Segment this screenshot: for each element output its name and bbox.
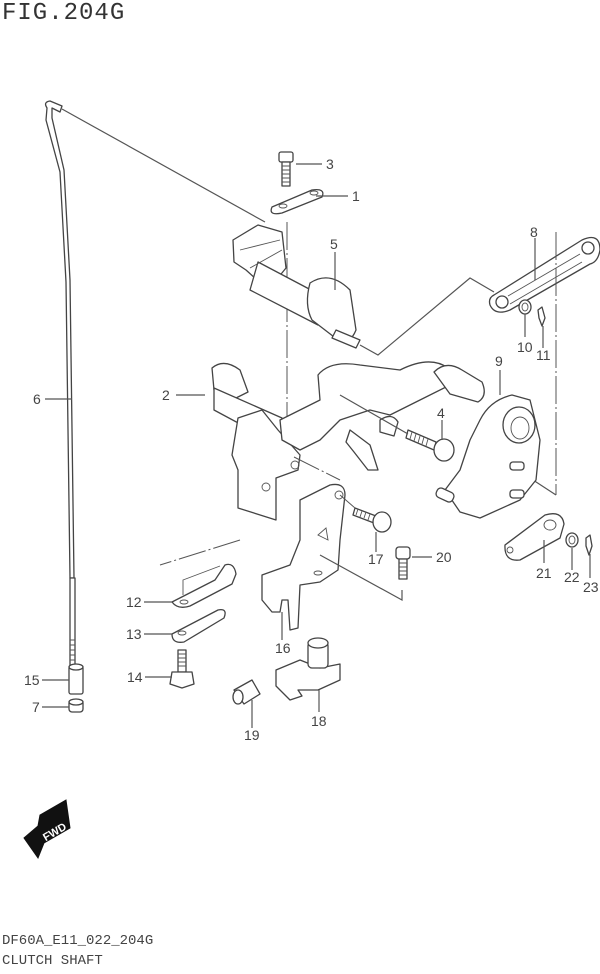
part-1-plate bbox=[270, 189, 324, 215]
callouts: 3 1 5 6 2 4 8 9 10 11 12 13 14 15 7 16 1 bbox=[24, 156, 599, 743]
part-17-bolt bbox=[352, 507, 392, 533]
part-lever-arm bbox=[279, 361, 485, 471]
figure-name: CLUTCH SHAFT bbox=[2, 953, 103, 969]
callout-1: 1 bbox=[352, 188, 360, 204]
part-13-spacer bbox=[171, 609, 226, 643]
part-21-link-end bbox=[504, 513, 565, 561]
callout-22: 22 bbox=[564, 569, 580, 585]
callout-17: 17 bbox=[368, 551, 384, 567]
callout-16: 16 bbox=[275, 640, 291, 656]
callout-4: 4 bbox=[437, 405, 445, 421]
callout-19: 19 bbox=[244, 727, 260, 743]
callout-8: 8 bbox=[530, 224, 538, 240]
part-3-bolt bbox=[278, 151, 294, 187]
part-23-clip bbox=[585, 534, 593, 556]
callout-2: 2 bbox=[162, 387, 170, 403]
part-9-lever-housing bbox=[435, 394, 541, 519]
callout-23: 23 bbox=[583, 579, 599, 595]
part-6-clutch-rod bbox=[44, 100, 76, 679]
callout-11: 11 bbox=[536, 347, 551, 363]
part-14-bolt bbox=[169, 649, 195, 689]
part-7-nut bbox=[68, 698, 84, 713]
part-16-bracket bbox=[261, 483, 346, 631]
callout-13: 13 bbox=[126, 626, 142, 642]
callout-21: 21 bbox=[536, 565, 552, 581]
part-15-joint bbox=[68, 663, 84, 695]
callout-20: 20 bbox=[436, 549, 452, 565]
part-20-bolt bbox=[395, 546, 411, 580]
fwd-arrow-icon: FWD bbox=[23, 799, 71, 860]
figure-code: DF60A_E11_022_204G bbox=[2, 933, 154, 949]
part-22-washer bbox=[565, 532, 579, 548]
callout-3: 3 bbox=[326, 156, 334, 172]
part-8-link-rod bbox=[488, 236, 600, 313]
part-19-collar bbox=[232, 679, 261, 705]
callout-14: 14 bbox=[127, 669, 143, 685]
callout-12: 12 bbox=[126, 594, 142, 610]
callout-10: 10 bbox=[517, 339, 533, 355]
part-10-washer bbox=[518, 299, 532, 315]
callout-5: 5 bbox=[330, 236, 338, 252]
callout-7: 7 bbox=[32, 699, 40, 715]
callout-6: 6 bbox=[33, 391, 41, 407]
part-5-clutch-shaft bbox=[232, 224, 361, 349]
part-11-clip bbox=[537, 306, 546, 327]
callout-18: 18 bbox=[311, 713, 327, 729]
callout-9: 9 bbox=[495, 353, 503, 369]
part-18-stopper bbox=[275, 637, 341, 701]
part-12-plate bbox=[171, 563, 237, 608]
part-4-bolt bbox=[339, 394, 455, 462]
callout-15: 15 bbox=[24, 672, 40, 688]
figure-title: FIG.204G bbox=[2, 0, 126, 27]
